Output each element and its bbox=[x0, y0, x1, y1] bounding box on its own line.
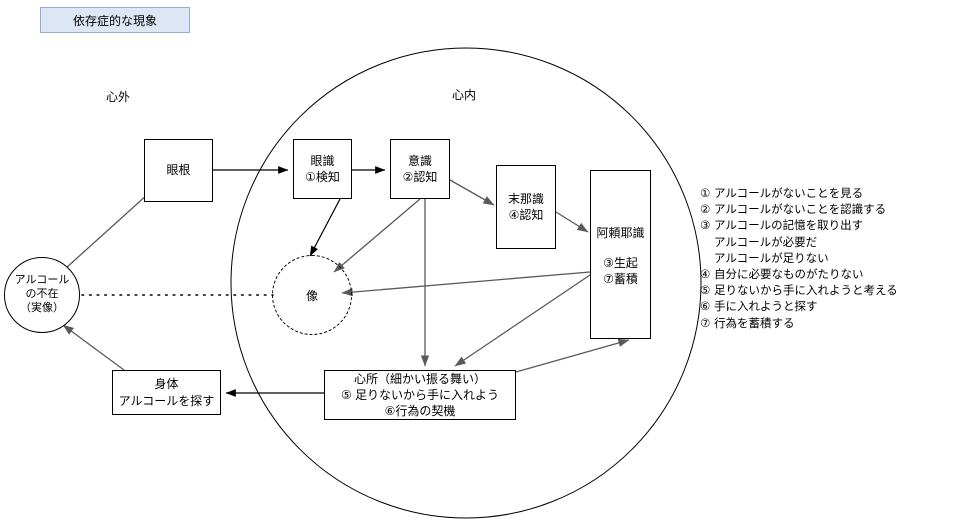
source-circle-line3: （実像） bbox=[20, 301, 64, 314]
node-body[interactable]: 身体 アルコールを探す bbox=[112, 370, 221, 415]
source-circle-line1: アルコール bbox=[14, 274, 70, 287]
legend-item-marker: ③ bbox=[700, 220, 711, 233]
arrow-eyecons-to-image bbox=[309, 198, 341, 257]
mental-factors-line1: 心所（細かい振る舞い） bbox=[353, 371, 486, 386]
arrow-alaya-to-mentalfactors bbox=[454, 274, 591, 367]
node-mind-consciousness[interactable]: 意識 ②認知 bbox=[390, 139, 450, 199]
node-alaya[interactable]: 阿頼耶識 ③生起 ⑦蓄積 bbox=[590, 170, 651, 339]
source-circle-line2: の不在 bbox=[25, 288, 59, 301]
title-label: 依存症的な現象 bbox=[72, 13, 157, 28]
arrow-mindcons-to-manas bbox=[449, 179, 495, 206]
arrow-manas-to-alaya bbox=[555, 211, 589, 233]
legend-item-marker: ① bbox=[700, 188, 711, 200]
legend-item-marker: ④ bbox=[700, 269, 711, 282]
legend-item-marker: ⑤ bbox=[700, 285, 711, 298]
mind-consciousness-line2: ②認知 bbox=[402, 170, 438, 184]
legend-item-text: 足りないから手に入れようと考える bbox=[714, 285, 898, 298]
legend-item-text: アルコールがないことを認識する bbox=[714, 204, 887, 217]
manas-line1: 末那識 bbox=[507, 191, 544, 206]
arrow-body-to-source bbox=[62, 324, 125, 371]
mind-consciousness-line1: 意識 bbox=[407, 153, 432, 168]
manas-line2: ④認知 bbox=[508, 208, 544, 222]
alaya-line2: ③生起 bbox=[603, 256, 638, 271]
node-eye-root[interactable]: 眼根 bbox=[144, 139, 213, 202]
legend-item-text: 手に入れようと探す bbox=[714, 301, 818, 314]
arrow-mindcons-to-image bbox=[333, 198, 421, 273]
arrow-alaya-to-image bbox=[341, 271, 591, 297]
label-outside-mind: 心外 bbox=[106, 90, 131, 104]
mental-factors-line3: ⑥行為の契機 bbox=[384, 404, 456, 419]
alaya-line1: 阿頼耶識 bbox=[596, 226, 645, 240]
eye-consciousness-line1: 眼識 bbox=[310, 153, 335, 168]
eye-consciousness-line2: ①検知 bbox=[305, 170, 340, 184]
legend-item-continuation: アルコールが必要だ bbox=[714, 236, 818, 249]
node-image-circle[interactable]: 像 bbox=[272, 255, 352, 335]
eye-root-label: 眼根 bbox=[166, 163, 191, 178]
legend-item-text: アルコールの記憶を取り出す bbox=[714, 220, 864, 233]
alaya-line3: ⑦蓄積 bbox=[603, 272, 638, 287]
mental-factors-line2: ⑤ 足りないから手に入れよう bbox=[340, 387, 500, 402]
legend-item-text: 自分に必要なものがたりない bbox=[714, 269, 864, 282]
body-line2: アルコールを探す bbox=[118, 393, 215, 408]
node-source-circle[interactable]: アルコール の不在 （実像） bbox=[4, 257, 80, 333]
legend-item-continuation: アルコールが足りない bbox=[714, 252, 829, 265]
legend-item-marker: ⑦ bbox=[700, 317, 711, 330]
node-manas[interactable]: 末那識 ④認知 bbox=[496, 165, 556, 249]
node-mental-factors[interactable]: 心所（細かい振る舞い） ⑤ 足りないから手に入れよう ⑥行為の契機 bbox=[324, 370, 516, 420]
image-circle-label: 像 bbox=[305, 288, 318, 303]
legend-item-marker: ② bbox=[700, 204, 711, 217]
legend-item-marker: ⑥ bbox=[700, 301, 711, 314]
node-eye-consciousness[interactable]: 眼識 ①検知 bbox=[293, 139, 352, 199]
body-line1: 身体 bbox=[154, 377, 179, 392]
arrow-mentalfactors-to-alaya bbox=[515, 338, 630, 373]
label-inside-mind: 心内 bbox=[452, 88, 477, 102]
legend-item-text: アルコールがないことを見る bbox=[714, 188, 864, 200]
legend-item-text: 行為を蓄積する bbox=[714, 317, 795, 330]
title-box: 依存症的な現象 bbox=[40, 7, 190, 33]
